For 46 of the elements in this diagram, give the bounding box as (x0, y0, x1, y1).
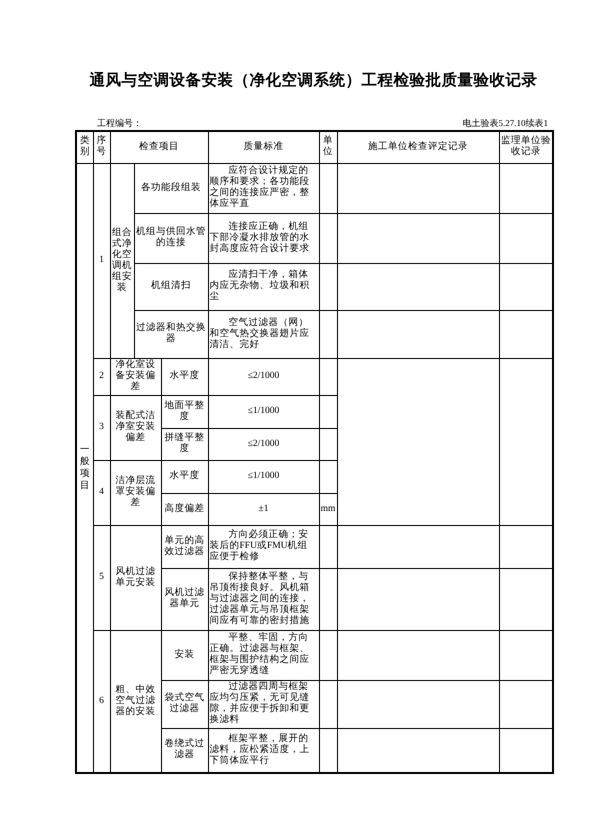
column-header: 单位 (319, 131, 338, 163)
inspection-subitem: 过滤器和热交换器 (134, 310, 208, 358)
inspection-subitem: 机组与供回水管的连接 (134, 213, 208, 263)
inspection-subitem: 拼缝平整度 (161, 428, 208, 460)
inspection-subitem: 水平度 (161, 460, 208, 493)
column-header: 质量标准 (208, 131, 320, 163)
quality-standard: 框架平整，展开的滤料，应松紧适度，上下筒体应平行 (208, 728, 320, 773)
form-code: 电土验表5.27.10续表1 (462, 117, 548, 130)
inspection-item: 净化室设备安装偏差 (110, 358, 161, 395)
inspection-item: 洁净层流罩安装偏差 (110, 460, 161, 525)
inspection-subitem: 地面平整度 (161, 395, 208, 428)
row-number: 3 (93, 395, 110, 460)
project-number-label: 工程编号： (97, 117, 142, 130)
quality-standard: 方向必须正确；安装后的FFU或FMU机组应便于检修 (208, 525, 320, 568)
tolerance-value: ≤1/1000 (208, 395, 320, 428)
quality-standard: 空气过滤器（网）和空气热交换器翅片应清洁、完好 (208, 310, 320, 358)
inspection-subitem: 水平度 (161, 358, 208, 395)
inspection-subitem: 袋式空气过滤器 (161, 680, 208, 728)
inspection-subitem: 单元的高效过滤器 (161, 525, 208, 568)
inspection-subitem: 安装 (161, 630, 208, 680)
column-header: 序号 (93, 131, 110, 163)
row-number: 2 (93, 358, 110, 395)
column-header: 施工单位检查评定记录 (337, 131, 500, 163)
tolerance-value: ≤1/1000 (208, 460, 320, 493)
inspection-subitem: 机组清扫 (134, 263, 208, 310)
quality-standard: 平整、牢固，方向正确。过滤器与框架、框架与围护结构之间应严密无穿透缝 (208, 630, 320, 680)
tolerance-value: ≤2/1000 (208, 358, 320, 395)
row-number: 1 (93, 163, 110, 358)
row-number: 5 (93, 525, 110, 630)
quality-standard: 过滤器四周与框架应均匀压紧，无可见缝隙，并应便于拆卸和更换滤料 (208, 680, 320, 728)
column-header: 类别 (76, 131, 93, 163)
inspection-item: 装配式洁净室安装偏差 (110, 395, 161, 460)
quality-standard: 应清扫干净，箱体内应无杂物、垃圾和积尘 (208, 263, 320, 310)
tolerance-value: ≤2/1000 (208, 428, 320, 460)
row-number: 4 (93, 460, 110, 525)
quality-standard: 保持整体平整，与吊顶衔接良好。风机箱与过滤器之间的连接，过滤器单元与吊顶框架间应有可靠的密封措施 (208, 568, 320, 630)
column-header: 检查项目 (110, 131, 208, 163)
inspection-item: 风机过滤单元安装 (110, 525, 161, 630)
title: 通风与空调设备安装（净化空调系统）工程检验批质量验收记录 (88, 70, 538, 91)
inspection-subitem: 风机过滤器单元 (161, 568, 208, 630)
quality-standard: 连接应正确，机组下部冷凝水排放管的水封高度应符合设计要求 (208, 213, 320, 263)
inspection-subitem: 各功能段组装 (134, 163, 208, 213)
tolerance-value: ±1 (208, 493, 320, 525)
inspection-item: 组合式净化空调机组安装 (110, 163, 134, 358)
quality-standard: 应符合设计规定的顺序和要求；各功能段之间的连接应严密，整体应平直 (208, 163, 320, 213)
inspection-subitem: 高度偏差 (161, 493, 208, 525)
